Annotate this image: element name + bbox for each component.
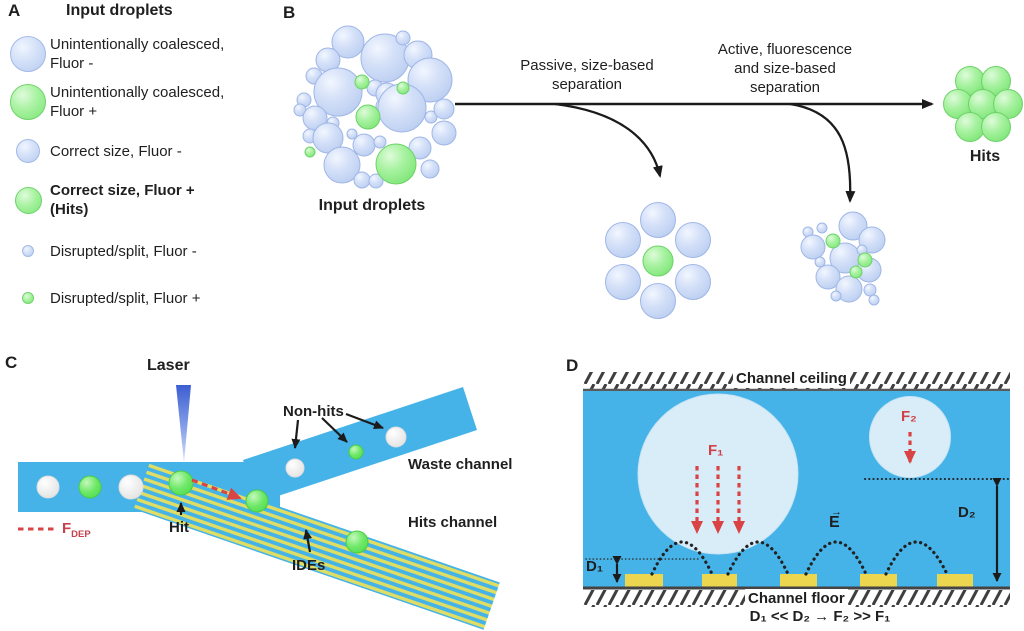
- waste-channel-shape: [243, 387, 477, 503]
- droplet-large-green-icon: [10, 84, 46, 120]
- legend-item: Disrupted/split, Fluor +: [6, 281, 200, 315]
- equation-label: D₁ << D₂ → F₂ >> F₁: [749, 608, 891, 625]
- electrodes: [625, 574, 973, 588]
- active-sorted-cluster: [800, 211, 886, 306]
- non-hit-droplet: [118, 474, 144, 500]
- panel-b-letter: B: [283, 3, 296, 22]
- panel-b-graphics: [293, 25, 1023, 319]
- active-branch-arrow: [789, 102, 856, 203]
- hits-channel-shape: [133, 461, 500, 630]
- hits-label: Hits: [969, 148, 1001, 165]
- droplet-medium-green-icon: [14, 186, 42, 214]
- laser-beam: [176, 385, 191, 463]
- fluorescent-droplet-split: [348, 444, 364, 460]
- channel-ceiling-label: Channel ceiling: [733, 369, 850, 388]
- legend-item: Disrupted/split, Fluor -: [6, 234, 197, 268]
- channel-droplets: [36, 426, 407, 554]
- hits-cluster: [943, 66, 1023, 142]
- separation-arrows: [455, 99, 934, 203]
- hit-droplet: [168, 470, 194, 496]
- annotation-arrows: [176, 412, 384, 553]
- electrode: [625, 574, 663, 588]
- hit-droplet: [245, 489, 269, 513]
- hit-label: Hit: [169, 519, 189, 536]
- legend-item: Correct size, Fluor -: [6, 134, 182, 168]
- droplet-small-blue-icon: [22, 245, 34, 257]
- panel-c-graphics: [18, 385, 500, 630]
- non-hit-droplet: [385, 426, 407, 448]
- legend-item: Correct size, Fluor +(Hits): [6, 176, 195, 224]
- hit-droplet: [345, 530, 369, 554]
- f1-force-arrows: [691, 466, 745, 534]
- large-droplet: [637, 393, 799, 555]
- panel-a-letter: A: [8, 1, 21, 20]
- f2-label: F₂: [901, 408, 917, 425]
- d1-label: D₁: [586, 558, 604, 575]
- ide-electrode-stripes: [133, 461, 500, 630]
- ides-pointer-arrow: [303, 529, 313, 553]
- droplet-large-blue-icon: [10, 36, 46, 72]
- passive-branch-arrow: [554, 102, 663, 178]
- channel-floor-label: Channel floor: [745, 589, 848, 608]
- fdep-label: FDEP: [62, 520, 91, 540]
- non-hit-droplet: [285, 458, 305, 478]
- e-field-letter: E: [829, 514, 840, 531]
- e-field-label: → E: [829, 506, 842, 532]
- d2-label: D₂: [958, 504, 976, 521]
- waste-channel-label: Waste channel: [408, 456, 513, 473]
- legend-item: Unintentionally coalesced,Fluor +: [6, 78, 224, 126]
- non-hits-pointer-arrow: [291, 419, 301, 449]
- non-hit-droplet: [36, 475, 60, 499]
- panel-d-graphics: [583, 372, 1010, 607]
- panel-d-letter: D: [566, 356, 579, 375]
- non-hits-label: Non-hits: [283, 403, 344, 420]
- input-droplets-label: Input droplets: [318, 197, 426, 214]
- non-hits-pointer-arrow: [321, 417, 348, 443]
- laser-label: Laser: [147, 357, 190, 374]
- small-droplet: [869, 396, 951, 478]
- f1-label: F₁: [708, 442, 724, 459]
- passive-separation-label: Passive, size-based separation: [520, 57, 654, 93]
- ides-label: IDEs: [292, 557, 326, 574]
- hits-channel-label: Hits channel: [408, 514, 498, 531]
- electrode: [860, 574, 897, 588]
- dep-force-arrow: [191, 478, 242, 500]
- input-droplets-cluster: [293, 25, 457, 189]
- non-hits-pointer-arrow: [345, 412, 384, 430]
- droplet-medium-blue-icon: [16, 139, 40, 163]
- electric-field-arcs: [650, 540, 949, 576]
- droplet-small-green-icon: [22, 292, 34, 304]
- electrode: [937, 574, 973, 588]
- panel-c-letter: C: [5, 353, 18, 372]
- legend-item: Unintentionally coalesced,Fluor -: [6, 30, 224, 78]
- passive-sorted-cluster: [605, 202, 711, 319]
- active-separation-label: Active, fluorescence and size-based sepa…: [717, 41, 853, 96]
- panel-a-title: Input droplets: [66, 2, 173, 19]
- fluorescent-droplet: [78, 475, 102, 499]
- electrode: [702, 574, 737, 588]
- vector-arrow: →: [831, 506, 842, 518]
- electrode: [780, 574, 817, 588]
